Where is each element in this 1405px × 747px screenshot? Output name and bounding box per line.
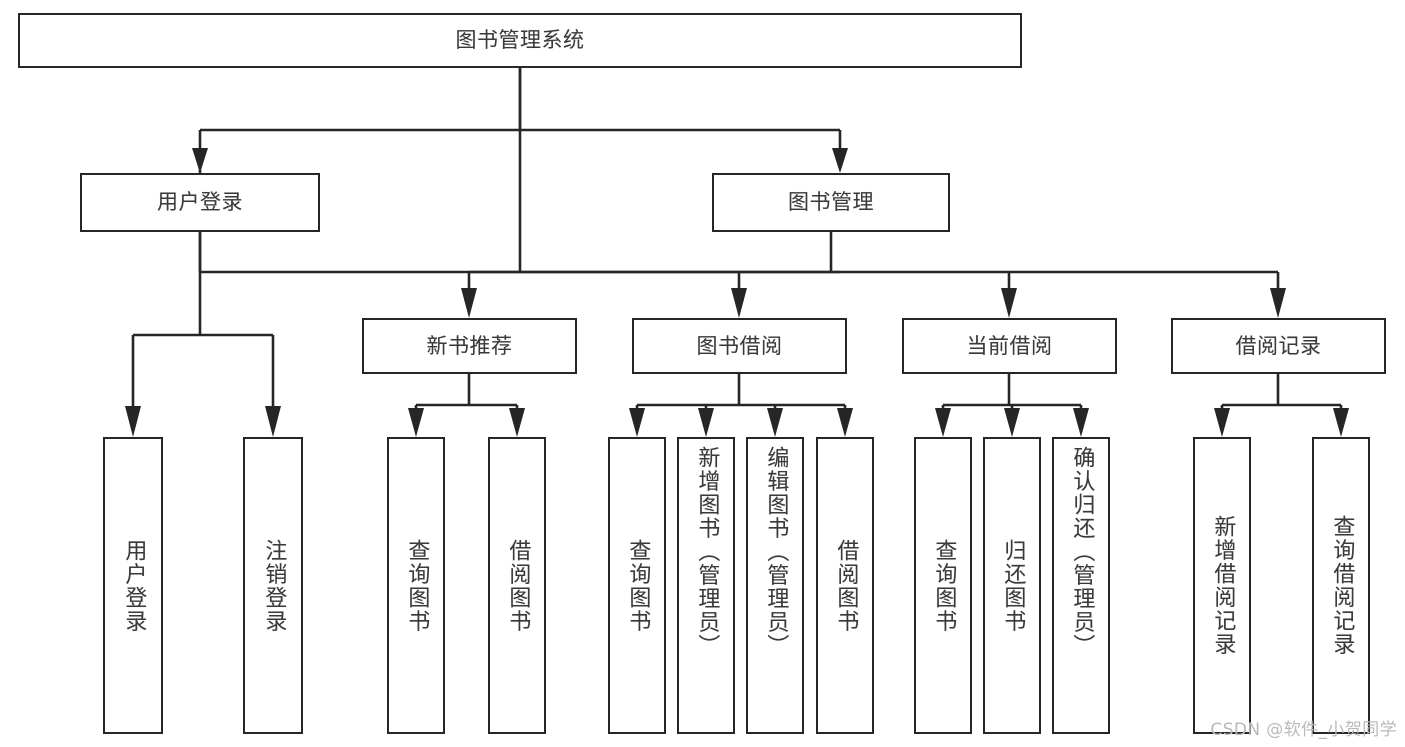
arrow-head-cb-confirm bbox=[1073, 408, 1089, 437]
arrow-head-current-borrow bbox=[1001, 288, 1017, 318]
node-book-borrow[interactable]: 图书借阅 bbox=[632, 318, 847, 374]
node-label: 新增借阅记录 bbox=[1210, 515, 1236, 656]
node-leaf-query-book-current[interactable]: 查询图书 bbox=[914, 437, 972, 734]
node-label: 注销登录 bbox=[261, 538, 287, 633]
node-leaf-query-borrow-record[interactable]: 查询借阅记录 bbox=[1312, 437, 1370, 734]
node-leaf-borrow-book-newbook[interactable]: 借阅图书 bbox=[488, 437, 546, 734]
arrow-head-leaf-user-login bbox=[125, 406, 141, 437]
node-root-book-management-system[interactable]: 图书管理系统 bbox=[18, 13, 1022, 68]
node-new-book-recommend[interactable]: 新书推荐 bbox=[362, 318, 577, 374]
arrow-head-new-book bbox=[461, 288, 477, 318]
arrow-head-borrow-record bbox=[1270, 288, 1286, 318]
node-current-borrow[interactable]: 当前借阅 bbox=[902, 318, 1117, 374]
arrow-head-bb-query bbox=[629, 408, 645, 437]
node-leaf-logout[interactable]: 注销登录 bbox=[243, 437, 303, 734]
arrow-head-bb-borrow bbox=[837, 408, 853, 437]
node-leaf-query-book-newbook[interactable]: 查询图书 bbox=[387, 437, 445, 734]
node-label: 查询借阅记录 bbox=[1329, 515, 1355, 656]
node-label: 归还图书 bbox=[1000, 538, 1026, 633]
node-label: 新书推荐 bbox=[426, 333, 513, 358]
node-label: 当前借阅 bbox=[966, 333, 1053, 358]
arrow-head-br-add bbox=[1214, 408, 1230, 437]
arrow-head-bb-edit bbox=[767, 408, 783, 437]
node-book-management[interactable]: 图书管理 bbox=[712, 173, 950, 232]
node-label: 借阅图书 bbox=[505, 538, 531, 633]
node-leaf-query-book-borrow[interactable]: 查询图书 bbox=[608, 437, 666, 734]
node-label: 用户登录 bbox=[157, 190, 243, 215]
node-label: 查询图书 bbox=[931, 538, 957, 633]
arrow-head-nb-query bbox=[408, 408, 424, 437]
arrow-head-book-borrow bbox=[731, 288, 747, 318]
node-label: 查询图书 bbox=[625, 538, 651, 633]
node-leaf-borrow-book[interactable]: 借阅图书 bbox=[816, 437, 874, 734]
node-borrow-record[interactable]: 借阅记录 bbox=[1171, 318, 1386, 374]
node-leaf-add-book-admin[interactable]: 新增图书（管理员） bbox=[677, 437, 735, 734]
node-leaf-user-login[interactable]: 用户登录 bbox=[103, 437, 163, 734]
node-label: 编辑图书（管理员） bbox=[763, 446, 789, 658]
arrow-head-bb-add bbox=[698, 408, 714, 437]
node-label: 查询图书 bbox=[404, 538, 430, 633]
node-leaf-edit-book-admin[interactable]: 编辑图书（管理员） bbox=[746, 437, 804, 734]
node-label: 借阅图书 bbox=[833, 538, 859, 633]
node-label: 借阅记录 bbox=[1235, 333, 1322, 358]
arrow-head-user-login bbox=[192, 148, 208, 173]
arrow-head-book-manage bbox=[832, 148, 848, 173]
arrow-head-cb-query bbox=[935, 408, 951, 437]
node-leaf-return-book[interactable]: 归还图书 bbox=[983, 437, 1041, 734]
node-user-login[interactable]: 用户登录 bbox=[80, 173, 320, 232]
node-leaf-add-borrow-record[interactable]: 新增借阅记录 bbox=[1193, 437, 1251, 734]
arrow-head-br-query bbox=[1333, 408, 1349, 437]
arrow-head-leaf-logout bbox=[265, 406, 281, 437]
node-label: 确认归还（管理员） bbox=[1069, 446, 1095, 658]
node-label: 新增图书（管理员） bbox=[694, 446, 720, 658]
node-label: 图书管理 bbox=[788, 190, 874, 215]
node-label: 用户登录 bbox=[121, 538, 147, 633]
node-label: 图书借阅 bbox=[696, 333, 783, 358]
node-label: 图书管理系统 bbox=[455, 28, 585, 53]
csdn-watermark: CSDN @软件_小贺同学 bbox=[1210, 720, 1397, 740]
arrow-head-nb-borrow bbox=[509, 408, 525, 437]
arrow-head-cb-return bbox=[1004, 408, 1020, 437]
node-leaf-confirm-return-admin[interactable]: 确认归还（管理员） bbox=[1052, 437, 1110, 734]
